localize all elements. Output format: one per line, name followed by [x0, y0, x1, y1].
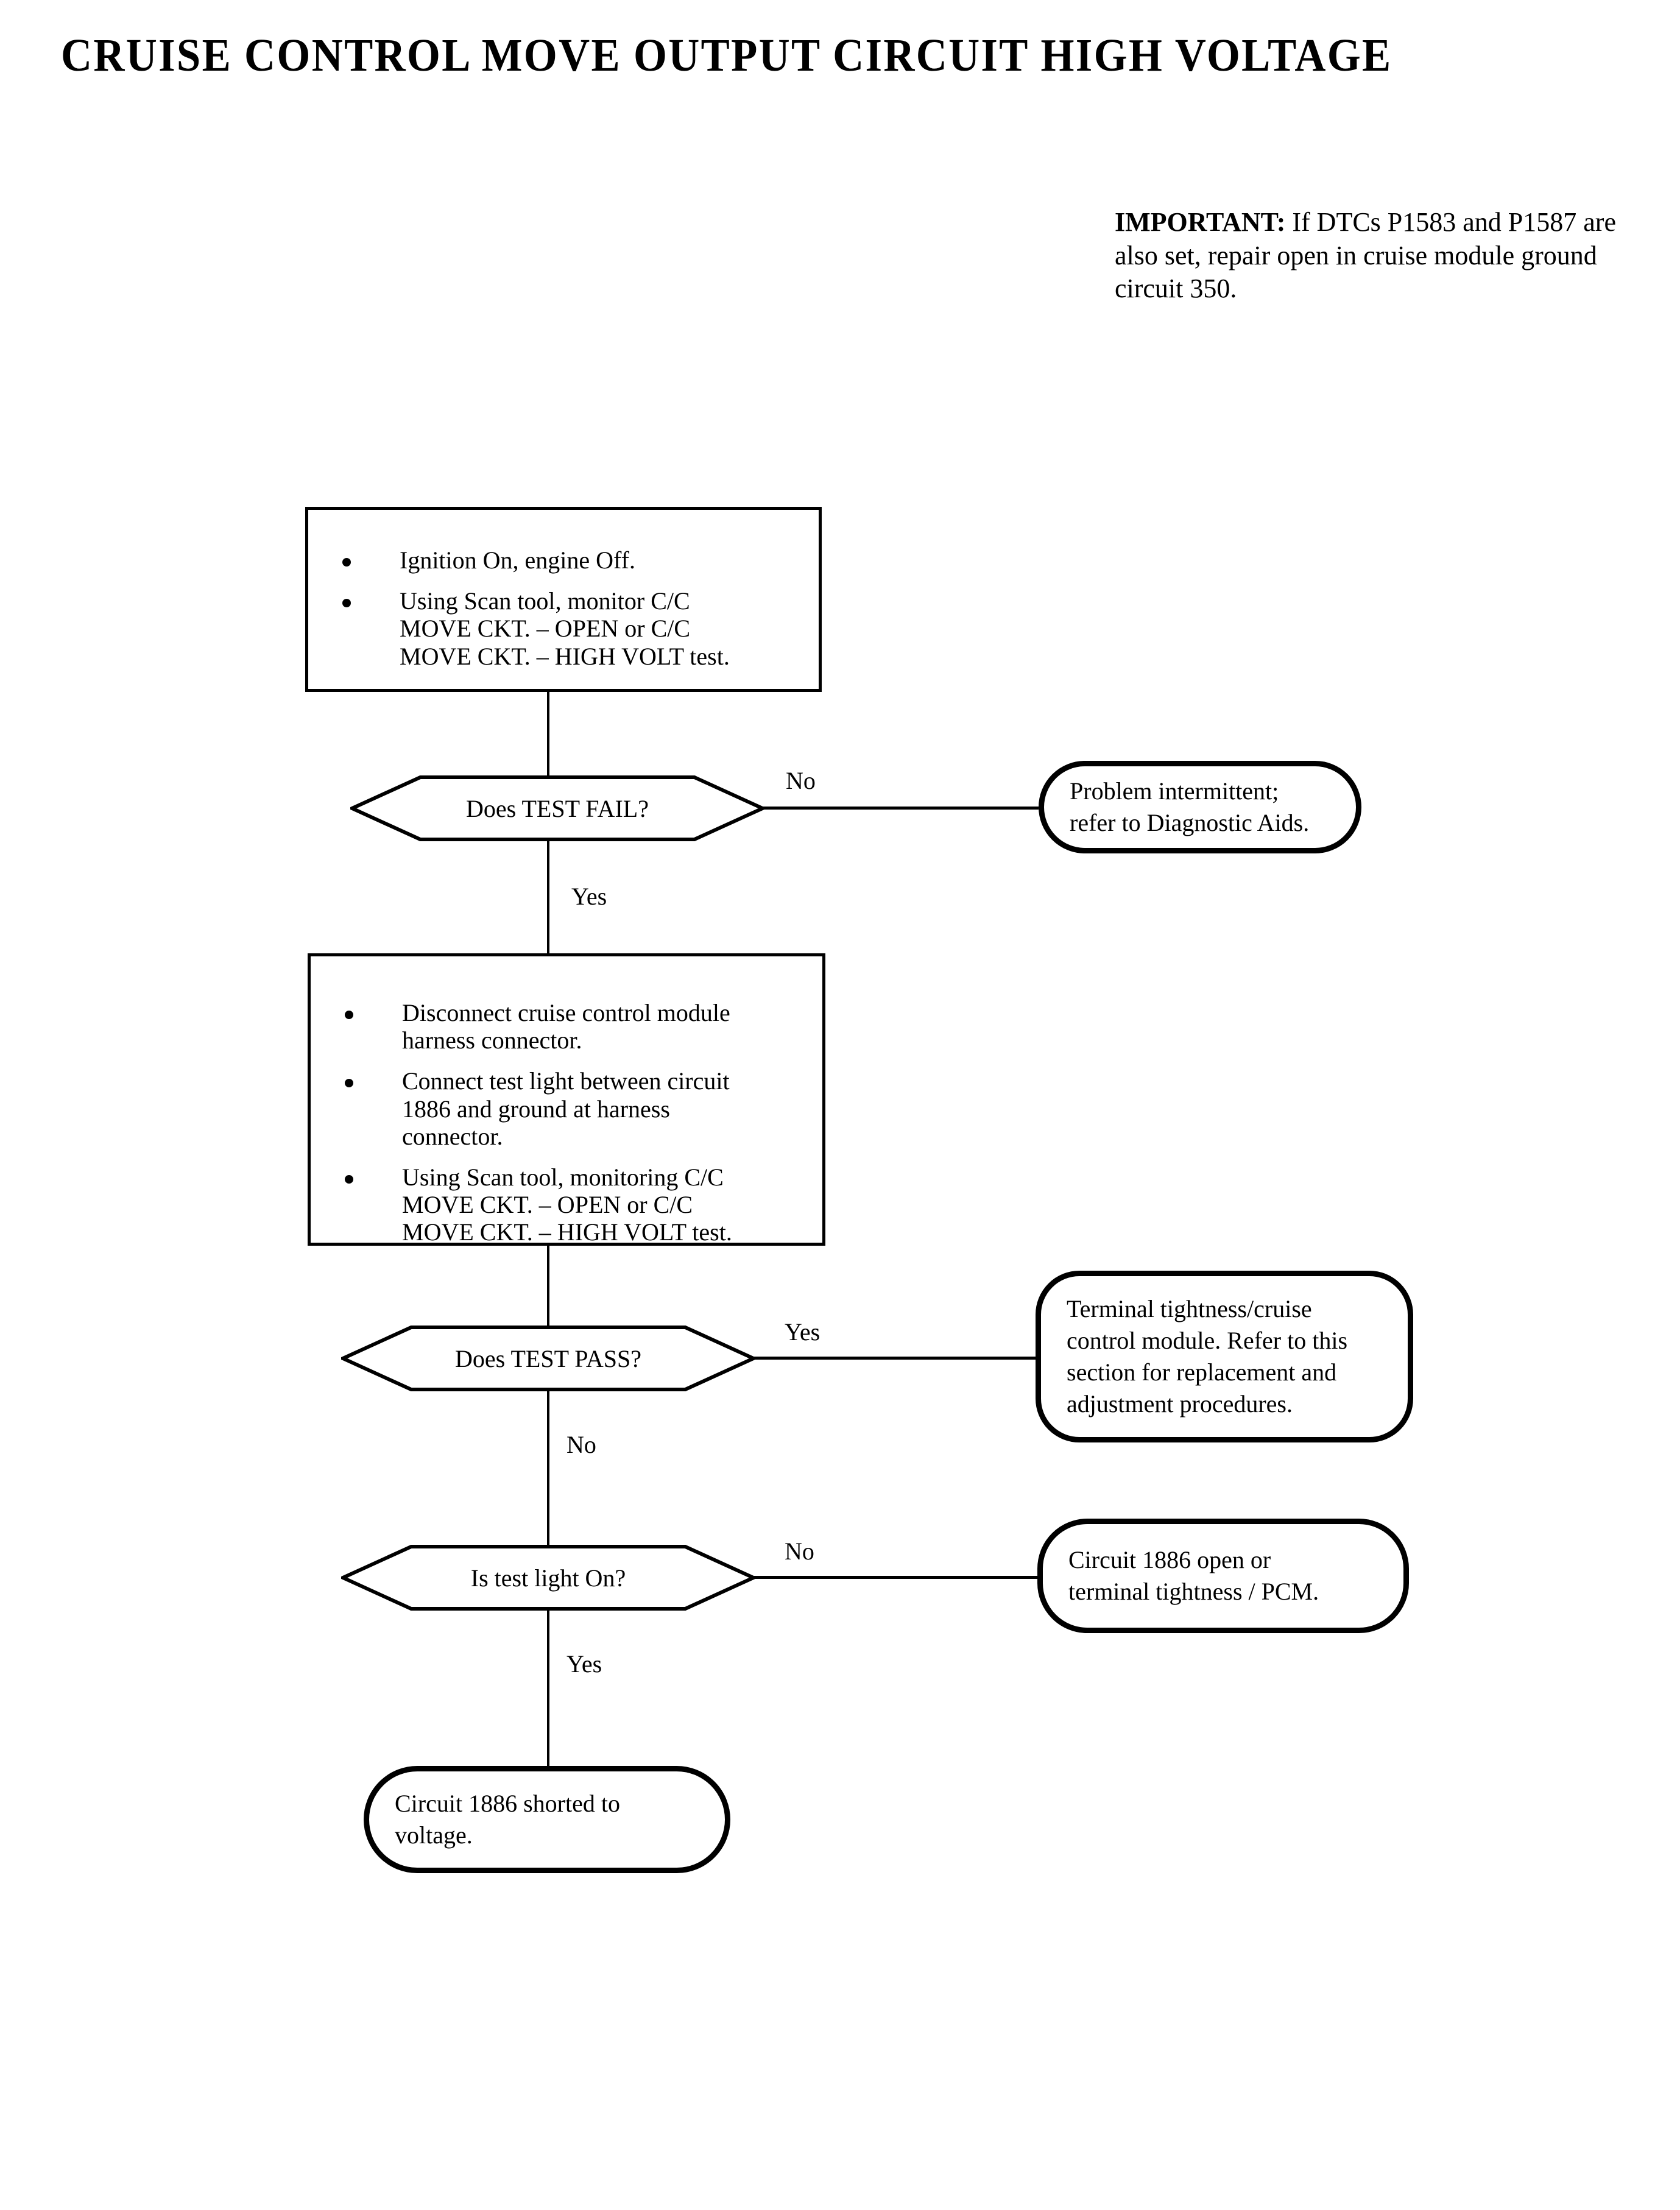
terminator-circuit-open: Circuit 1886 open or terminal tightness …	[1037, 1519, 1409, 1633]
connector-step2-to-decision2	[547, 1246, 549, 1327]
terminator-text: Terminal tightness/cruise control module…	[1067, 1295, 1348, 1417]
branch-label-no: No	[785, 1537, 814, 1565]
branch-label-yes: Yes	[571, 883, 607, 910]
decision-label: Does TEST PASS?	[454, 1344, 641, 1372]
important-note-text: If DTCs P1583 and P1587 are also set, re…	[1115, 207, 1616, 304]
terminator-text: Problem intermittent; refer to Diagnosti…	[1070, 777, 1310, 836]
terminator-problem-intermittent: Problem intermittent; refer to Diagnosti…	[1039, 761, 1361, 853]
bullet-text: Connect test light between circuit 1886 …	[402, 1067, 730, 1150]
hexagon-shape	[341, 1326, 755, 1391]
connector-decision1-yes	[547, 841, 549, 953]
terminator-text: Circuit 1886 shorted to voltage.	[395, 1790, 620, 1849]
bullet-text: Ignition On, engine Off.	[400, 546, 635, 574]
hexagon-shape	[350, 775, 764, 841]
page-title: CRUISE CONTROL MOVE OUTPUT CIRCUIT HIGH …	[61, 30, 1392, 81]
bullet-dot-icon	[342, 599, 351, 608]
connector-step1-to-decision1	[547, 692, 549, 777]
bullet-item: Connect test light between circuit 1886 …	[345, 1067, 811, 1150]
bullet-text: Using Scan tool, monitoring C/C MOVE CKT…	[402, 1163, 732, 1246]
important-note-label: IMPORTANT:	[1115, 207, 1286, 237]
bullet-item: Disconnect cruise control module harness…	[345, 999, 811, 1054]
process-box-step-1: Ignition On, engine Off. Using Scan tool…	[305, 507, 822, 692]
connector-decision1-no	[763, 807, 1039, 810]
connector-decision3-yes	[547, 1610, 549, 1766]
bullet-item: Using Scan tool, monitor C/C MOVE CKT. –…	[342, 587, 808, 670]
bullet-dot-icon	[342, 558, 351, 567]
bullet-dot-icon	[345, 1174, 353, 1184]
process-box-step-2: Disconnect cruise control module harness…	[308, 953, 825, 1246]
bullet-dot-icon	[345, 1011, 353, 1019]
decision-label: Is test light On?	[470, 1564, 626, 1592]
bullet-text: Disconnect cruise control module harness…	[402, 999, 730, 1054]
bullet-text: Using Scan tool, monitor C/C MOVE CKT. –…	[400, 587, 730, 670]
terminator-terminal-tightness: Terminal tightness/cruise control module…	[1036, 1271, 1413, 1442]
bullet-item: Using Scan tool, monitoring C/C MOVE CKT…	[345, 1163, 811, 1246]
hexagon-shape	[341, 1545, 755, 1611]
connector-decision2-no	[547, 1391, 549, 1546]
important-note: IMPORTANT: If DTCs P1583 and P1587 are a…	[1115, 206, 1626, 306]
bullet-dot-icon	[345, 1079, 353, 1088]
connector-decision3-no	[754, 1576, 1040, 1579]
branch-label-yes: Yes	[785, 1318, 821, 1346]
branch-label-no: No	[566, 1431, 596, 1458]
terminator-circuit-shorted: Circuit 1886 shorted to voltage.	[364, 1766, 730, 1873]
connector-decision2-yes	[754, 1357, 1036, 1360]
bullet-item: Ignition On, engine Off.	[342, 546, 808, 574]
terminator-text: Circuit 1886 open or terminal tightness …	[1068, 1546, 1319, 1605]
decision-does-test-fail: Does TEST FAIL?	[350, 775, 764, 842]
decision-label: Does TEST FAIL?	[466, 794, 649, 822]
decision-is-test-light-on: Is test light On?	[341, 1544, 755, 1611]
decision-does-test-pass: Does TEST PASS?	[341, 1325, 755, 1392]
branch-label-no: No	[786, 767, 816, 794]
branch-label-yes: Yes	[566, 1650, 602, 1678]
